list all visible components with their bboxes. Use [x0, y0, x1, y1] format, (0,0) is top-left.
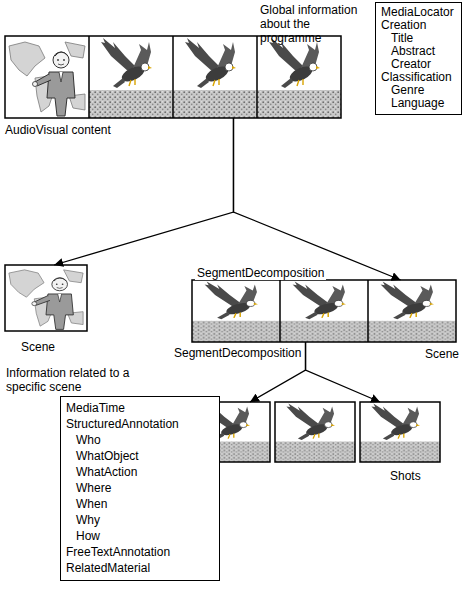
- image-caption: Scene: [21, 341, 55, 354]
- scene-frame: Scene: [5, 265, 87, 331]
- decomposition-arrow: [233, 118, 400, 280]
- descriptor-item: RelatedMaterial: [66, 560, 213, 576]
- descriptor-item: Why: [66, 512, 213, 528]
- descriptor-item: Creation: [381, 19, 455, 32]
- presenter-frame: [5, 36, 89, 118]
- descriptor-item: How: [66, 528, 213, 544]
- filmstrip-border: [5, 36, 341, 118]
- descriptor-item: Genre: [381, 84, 455, 97]
- descriptor-item: Who: [66, 432, 213, 448]
- filmstrip-border: [192, 280, 456, 342]
- scene-right: [192, 280, 456, 342]
- scene-info-box: Information related to a specific sceneM…: [60, 396, 220, 581]
- descriptor-item: MediaLocator: [381, 6, 455, 19]
- image-caption: Scene: [425, 348, 459, 361]
- descriptor-item: MediaTime: [66, 400, 213, 416]
- image-caption: AudioVisual content: [5, 124, 111, 137]
- programme-filmstrip: [5, 36, 341, 118]
- frame-border: [5, 265, 87, 331]
- shot-frames: [190, 402, 440, 462]
- presenter-frame: [5, 265, 87, 331]
- edge-label: SegmentDecomposition: [195, 266, 326, 280]
- descriptor-item: When: [66, 496, 213, 512]
- descriptor-item: Classification: [381, 71, 455, 84]
- descriptor-item: WhatObject: [66, 448, 213, 464]
- descriptor-item: WhatAction: [66, 464, 213, 480]
- eagle-frame: [360, 402, 440, 462]
- box-heading: Global information about the programme: [260, 3, 372, 45]
- eagle-frame: [173, 36, 257, 118]
- scene-filmstrip: Scene: [192, 280, 456, 342]
- decomposition-arrow: [306, 342, 380, 402]
- descriptor-item: StructuredAnnotation: [66, 416, 213, 432]
- eagle-frame: [257, 36, 341, 118]
- image-caption: Shots: [390, 470, 421, 483]
- frame-border: [360, 402, 440, 462]
- frame-border: [275, 402, 355, 462]
- descriptor-item: Where: [66, 480, 213, 496]
- descriptor-item: Language: [381, 97, 455, 110]
- eagle-frame: [192, 280, 280, 342]
- eagle-frame: [280, 280, 368, 342]
- shots-filmstrip: Shots: [190, 402, 440, 462]
- edge-label: SegmentDecomposition: [172, 346, 303, 360]
- scene-left: [5, 265, 87, 331]
- frame-divider: [89, 36, 257, 118]
- descriptor-item: Creator: [381, 58, 455, 71]
- eagle-frame: [368, 280, 456, 342]
- global-info-box: Global information about the programmeMe…: [375, 2, 462, 115]
- eagle-frame: [275, 402, 355, 462]
- decomposition-arrow: [54, 118, 233, 265]
- frame-divider: [280, 280, 368, 342]
- descriptor-item: FreeTextAnnotation: [66, 544, 213, 560]
- descriptor-item: Abstract: [381, 45, 455, 58]
- descriptor-item: Title: [381, 32, 455, 45]
- box-heading: Information related to a specific scene: [6, 366, 156, 394]
- eagle-frame: [89, 36, 173, 118]
- programme-filmstrip: AudioVisual content: [5, 36, 341, 118]
